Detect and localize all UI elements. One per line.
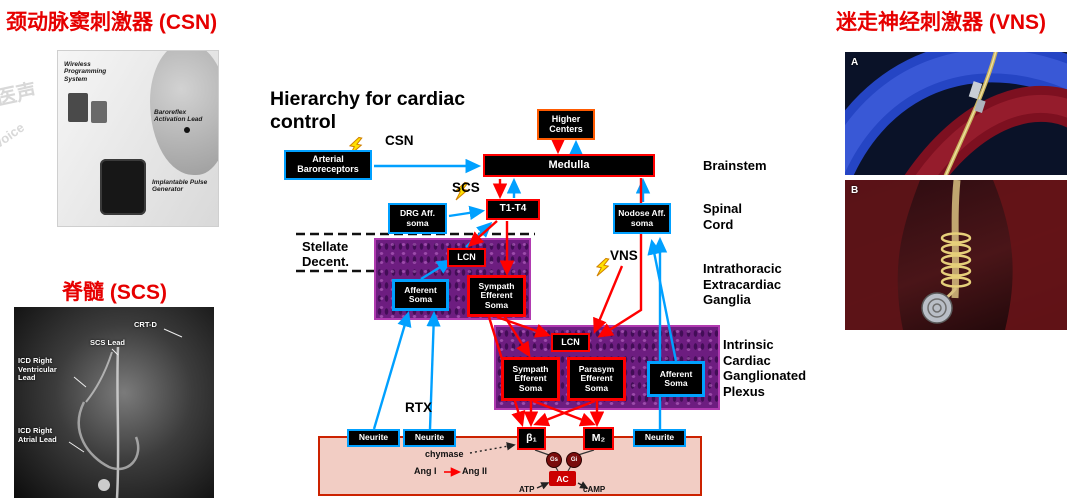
drg-aff-soma-box: DRG Aff. soma	[388, 203, 447, 234]
chymase-label: chymase	[425, 449, 464, 459]
afferent-soma-intrinsic-box: Afferent Soma	[647, 361, 705, 397]
lcn-box-extracardiac: LCN	[447, 248, 486, 267]
parasym-efferent-intrinsic-box: Parasym Efferent Soma	[567, 357, 626, 401]
vns-lightning-icon	[595, 257, 610, 277]
beta1-receptor-box: β₁	[517, 427, 546, 450]
lcn-box-intrinsic: LCN	[551, 333, 590, 352]
pulse-generator-device	[100, 159, 146, 215]
icd-ra-lead-label: ICD Right Atrial Lead	[18, 426, 57, 444]
vns-panel-title: 迷走神经刺激器 (VNS)	[836, 11, 1046, 34]
diagram-title: Hierarchy for cardiac control	[270, 88, 466, 134]
watermark-text: 医声	[0, 80, 39, 110]
vns-image-b: B	[845, 180, 1067, 330]
medulla-box: Medulla	[483, 154, 655, 177]
neurite-box-1: Neurite	[347, 429, 400, 447]
rtx-site-label: RTX	[405, 400, 432, 415]
gi-protein-badge: Gi	[566, 452, 582, 468]
sympath-efferent-intrinsic-box: Sympath Efferent Soma	[501, 357, 560, 401]
programmer-handset	[68, 93, 88, 122]
vns-a-graphics	[845, 52, 1067, 175]
atp-label: ATP	[519, 485, 535, 494]
neurite-box-2: Neurite	[403, 429, 456, 447]
lead-electrode-dot	[184, 127, 190, 133]
spinal-cord-level-label: Spinal Cord	[703, 201, 743, 232]
neurite-box-3: Neurite	[633, 429, 686, 447]
scs-lead-label: SCS Lead	[90, 338, 126, 347]
vns-b-graphics	[845, 180, 1067, 330]
crtd-label: CRT-D	[134, 320, 157, 329]
m2-receptor-box: M₂	[583, 427, 614, 450]
intrinsic-level-label: Intrinsic Cardiac Ganglionated Plexus	[723, 337, 807, 399]
wireless-system-label: Wireless Programming System	[64, 61, 107, 83]
vns-a-letter: A	[851, 57, 859, 68]
vns-image-a: A	[845, 52, 1067, 175]
brainstem-level-label: Brainstem	[703, 158, 767, 173]
sympath-efferent-extracardiac-box: Sympath Efferent Soma	[467, 275, 526, 317]
stellate-decent-label: Stellate Decent.	[302, 239, 349, 269]
ang2-label: Ang II	[462, 466, 487, 476]
arterial-baroreceptors-box: Arterial Baroreceptors	[284, 150, 372, 180]
csn-site-label: CSN	[385, 133, 414, 148]
scs-xray-image: CRT-D SCS Lead ICD Right Ventricular Lea…	[14, 307, 214, 498]
t1-t4-box: T1-T4	[486, 199, 540, 220]
scs-lead-graphics	[68, 328, 183, 498]
vns-site-label: VNS	[610, 248, 638, 263]
adenylyl-cyclase-box: AC	[549, 471, 576, 486]
camp-label: cAMP	[583, 485, 606, 494]
vns-b-letter: B	[851, 185, 859, 196]
intrathoracic-level-label: Intrathoracic Extracardiac Ganglia	[703, 261, 782, 308]
scs-site-label: SCS	[452, 180, 480, 195]
gs-protein-badge: Gs	[546, 452, 562, 468]
watermark-text-2: Voice	[0, 119, 27, 152]
icd-rv-lead-label: ICD Right Ventricular Lead	[18, 356, 57, 383]
csn-illustration: Wireless Programming System Baroreflex A…	[57, 50, 219, 227]
scs-panel-title: 脊髓 (SCS)	[62, 281, 167, 304]
baroreflex-lead-label: Baroreflex Activation Lead	[154, 109, 203, 124]
nodose-aff-soma-box: Nodose Aff. soma	[613, 203, 671, 234]
afferent-soma-extracardiac-box: Afferent Soma	[392, 279, 449, 311]
csn-panel-title: 颈动脉窦刺激器 (CSN)	[6, 11, 218, 34]
pulse-generator-label: Implantable Pulse Generator	[152, 179, 208, 194]
programmer-tablet	[91, 101, 107, 123]
ang1-label: Ang I	[414, 466, 437, 476]
higher-centers-box: Higher Centers	[537, 109, 595, 140]
